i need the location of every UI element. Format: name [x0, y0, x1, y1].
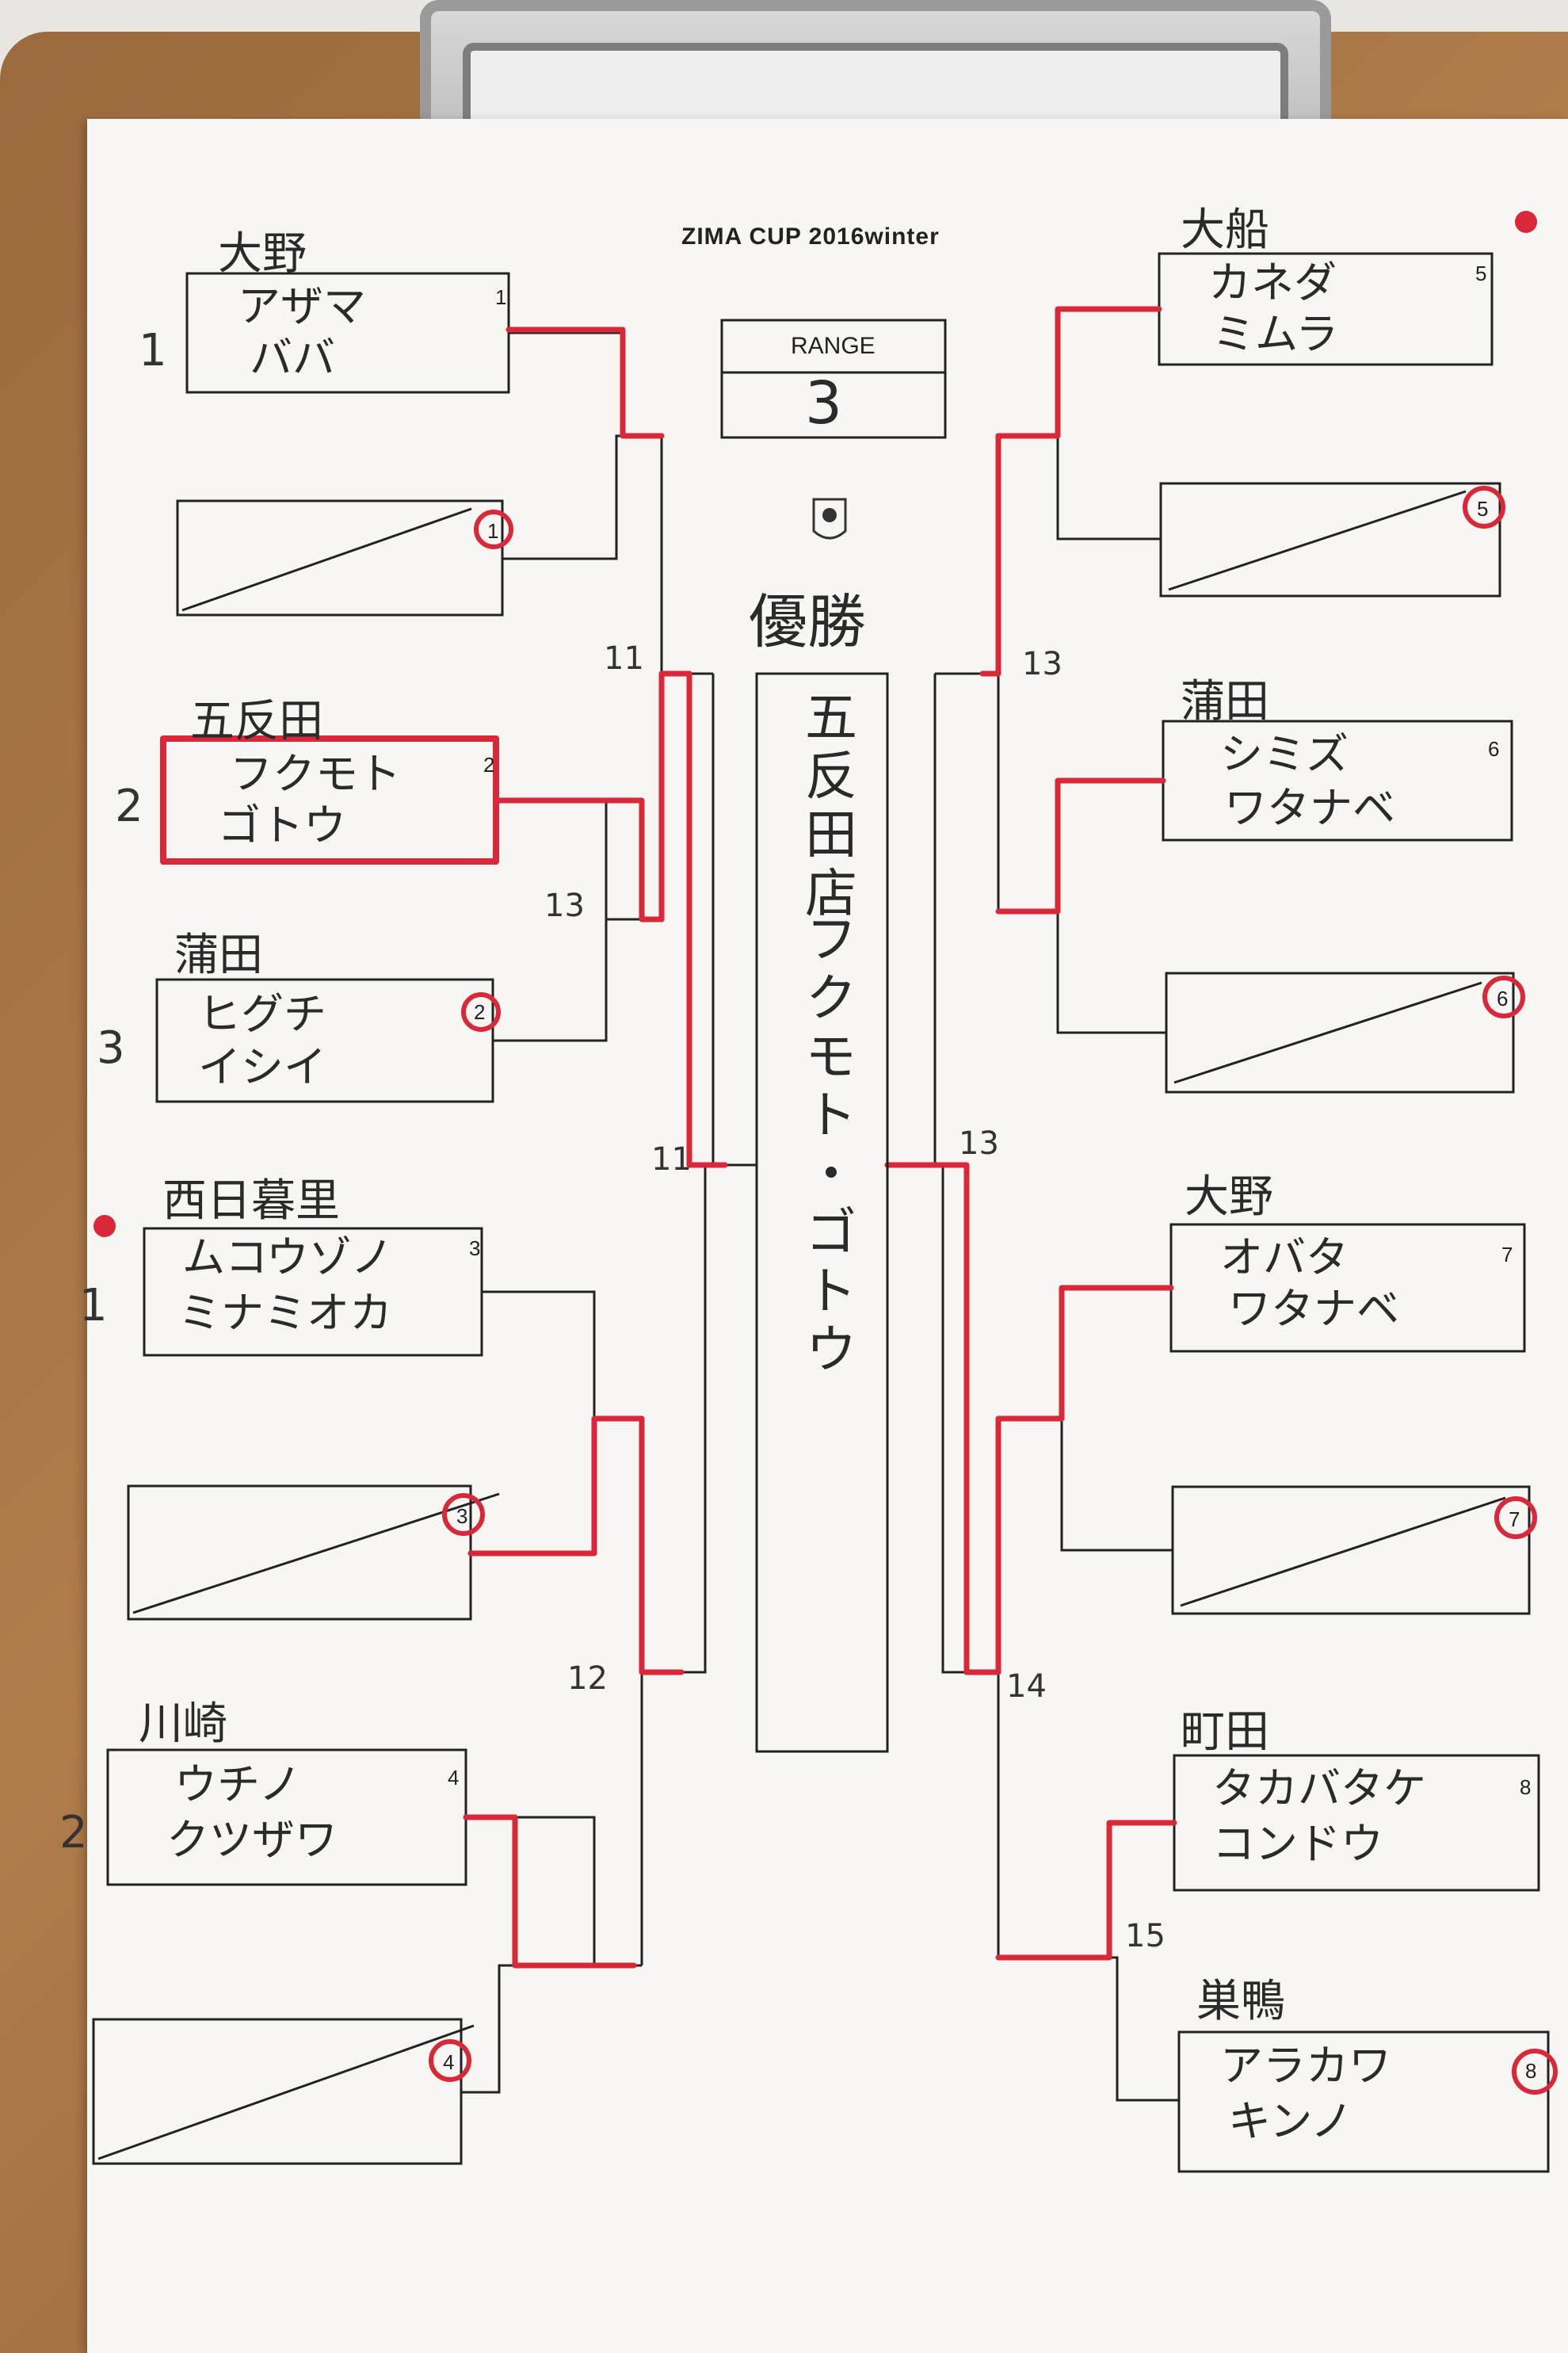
match-number: 13 [1022, 646, 1063, 682]
bye-seed: 4 [443, 2050, 455, 2074]
match-number: 12 [567, 1660, 608, 1697]
player-name: ウチノ [174, 1759, 302, 1809]
rank-mark: 1 [139, 325, 167, 376]
player-name: アザマ [238, 281, 366, 331]
bye-seed: 5 [1477, 497, 1489, 521]
rank-mark: 3 [97, 1022, 125, 1074]
player-name: アラカワ [1220, 2041, 1391, 2091]
range-value: 3 [805, 369, 843, 437]
seed-number: 1 [495, 285, 507, 309]
player-name: ゴトウ [218, 800, 346, 850]
bye-seed: 7 [1509, 1507, 1520, 1531]
seed-number: 6 [1488, 737, 1500, 761]
club-name: 大野 [218, 228, 307, 280]
match-number: 14 [1006, 1668, 1047, 1705]
player-name: シミズ [1220, 729, 1349, 779]
player-name: ヒグチ [198, 989, 326, 1039]
bracket-sheet: ZIMA CUP 2016winter RANGE 3 優勝 五反田店 フクモト… [59, 119, 1568, 2353]
player-name: ババ [250, 333, 335, 383]
seed-number: 8 [1520, 1775, 1532, 1799]
player-name: カネダ [1208, 258, 1337, 307]
seed-number: 2 [483, 753, 495, 777]
player-name: ワタナベ [1224, 783, 1395, 833]
champion-box [755, 672, 889, 1753]
match-number: 13 [544, 888, 585, 924]
club-name: 蒲田 [174, 930, 263, 981]
range-label: RANGE [791, 333, 876, 359]
rank-mark: 2 [115, 781, 143, 832]
seed-number: 3 [469, 1236, 481, 1260]
seed-number: 4 [448, 1766, 460, 1790]
player-name: コンドウ [1212, 1819, 1383, 1869]
match-number: 15 [1125, 1918, 1166, 1954]
player-name: タカバタケ [1212, 1763, 1426, 1813]
match-number: 13 [959, 1125, 999, 1162]
player-name: オバタ [1220, 1232, 1349, 1282]
match-number: 11 [651, 1141, 692, 1178]
club-name: 巣鴨 [1196, 1976, 1285, 2027]
club-name: 大野 [1185, 1171, 1273, 1223]
player-name: ミナミオカ [178, 1288, 392, 1338]
player-name: イシイ [198, 1042, 326, 1092]
club-name: 西日暮里 [162, 1175, 340, 1227]
seed-number: 2 [474, 1000, 486, 1024]
club-name: 町田 [1181, 1706, 1269, 1758]
player-name: ワタナベ [1228, 1284, 1399, 1334]
champion-label: 優勝 [749, 588, 866, 656]
range-box [720, 319, 947, 439]
bye-seed: 6 [1497, 987, 1509, 1010]
club-name: 大船 [1181, 204, 1269, 256]
bye-box [127, 1484, 472, 1621]
match-number: 11 [604, 640, 644, 677]
bracket-lines [92, 211, 1558, 2173]
emblem-icon [812, 498, 847, 540]
seed-number: 7 [1501, 1243, 1513, 1266]
club-name: 五反田 [190, 696, 323, 747]
player-name: クツザワ [166, 1815, 338, 1865]
player-name: ムコウゾノ [182, 1232, 394, 1282]
bye-seed: 1 [487, 519, 499, 543]
bye-box [1159, 482, 1501, 598]
seed-number: 5 [1475, 262, 1487, 285]
club-name: 蒲田 [1181, 676, 1269, 728]
bye-box [1165, 972, 1515, 1094]
rank-mark: 2 [59, 1807, 88, 1858]
team-box [1177, 2030, 1550, 2173]
page-title: ZIMA CUP 2016winter [681, 223, 940, 250]
seed-number: 8 [1525, 2059, 1537, 2083]
club-name: 川崎 [139, 1698, 227, 1750]
player-name: キンノ [1228, 2096, 1353, 2146]
bye-box [176, 499, 504, 617]
player-name: フクモト [230, 749, 401, 799]
rank-mark: 1 [79, 1280, 108, 1331]
champion-club: 五反田店 [796, 689, 857, 924]
champion-team: フクモト・ゴトウ [796, 911, 857, 1381]
player-name: ミムラ [1212, 309, 1339, 359]
bye-seed: 3 [456, 1504, 468, 1528]
